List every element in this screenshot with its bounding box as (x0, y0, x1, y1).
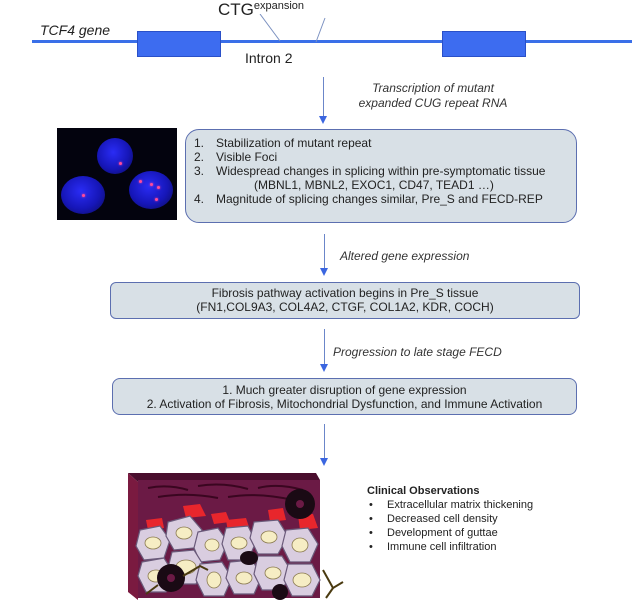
late-stage-line-1: 1. Much greater disruption of gene expre… (222, 383, 467, 397)
item-number: 2. (194, 150, 205, 164)
arrow-altered-expression (320, 234, 328, 276)
exon-left (137, 31, 221, 57)
rna-focus (139, 180, 142, 183)
fibrosis-line-1: Fibrosis pathway activation begins in Pr… (211, 286, 479, 300)
exon-right (442, 31, 526, 57)
item-text: (MBNL1, MBNL2, EXOC1, CD47, TEAD1 …) (254, 178, 494, 192)
bullet: • (369, 541, 373, 553)
transcription-line-2: expanded CUG repeat RNA (358, 96, 508, 110)
rna-focus (157, 186, 160, 189)
clinical-item-text: Immune cell infiltration (387, 541, 497, 553)
splicing-list: 1. Stabilization of mutant repeat 2. Visib… (186, 130, 576, 206)
bullet: • (369, 513, 373, 525)
clinical-item: • Immune cell infiltration (367, 540, 533, 554)
ctg-expansion-pointer (259, 14, 326, 43)
fibrosis-activation-box: Fibrosis pathway activation begins in Pr… (110, 282, 580, 319)
list-item: 3. Widespread changes in splicing within … (194, 164, 576, 178)
rna-focus (150, 183, 153, 186)
list-item-continued: (MBNL1, MBNL2, EXOC1, CD47, TEAD1 …) (194, 178, 576, 192)
late-stage-line-2: 2. Activation of Fibrosis, Mitochondrial… (146, 397, 543, 411)
list-item: 2. Visible Foci (194, 150, 576, 164)
rna-focus (82, 194, 85, 197)
clinical-list: • Extracellular matrix thickening • Decrea… (367, 498, 533, 554)
nucleus (97, 138, 133, 174)
list-item: 4. Magnitude of splicing changes similar,… (194, 192, 576, 206)
ctg-text: CTG (218, 0, 254, 19)
splicing-changes-box: 1. Stabilization of mutant repeat 2. Visib… (185, 129, 577, 223)
gene-label: TCF4 gene (40, 22, 111, 38)
item-text: Stabilization of mutant repeat (216, 136, 372, 150)
corneal-endothelium-illustration (128, 473, 344, 600)
bullet: • (369, 527, 373, 539)
clinical-item: • Decreased cell density (367, 512, 533, 526)
bullet: • (369, 499, 373, 511)
fibrosis-line-2: (FN1,COL9A3, COL4A2, CTGF, COL1A2, KDR, … (196, 300, 494, 314)
arrow-label-transcription: Transcription of mutant expanded CUG rep… (333, 81, 533, 111)
item-number: 4. (194, 192, 205, 206)
foci-microscopy-image (57, 128, 177, 220)
item-number: 3. (194, 164, 205, 178)
clinical-item-text: Development of guttae (387, 527, 498, 539)
ctg-expansion-label: CTGexpansion (218, 0, 304, 20)
item-text: Widespread changes in splicing within pr… (216, 164, 546, 178)
clinical-item-text: Extracellular matrix thickening (387, 499, 534, 511)
item-number: 1. (194, 136, 205, 150)
tissue-top-face (128, 473, 320, 482)
transcription-line-1: Transcription of mutant (372, 81, 494, 95)
item-text: Magnitude of splicing changes similar, P… (216, 192, 543, 206)
tissue-side-face (128, 473, 138, 600)
late-stage-box: 1. Much greater disruption of gene expre… (112, 378, 577, 415)
intron-label: Intron 2 (245, 50, 293, 66)
clinical-title: Clinical Observations (367, 485, 480, 497)
expansion-superscript: expansion (253, 0, 305, 12)
arrow-label-altered: Altered gene expression (340, 249, 470, 263)
rna-focus (155, 198, 158, 201)
list-item: 1. Stabilization of mutant repeat (194, 136, 576, 150)
nucleus (129, 171, 173, 209)
arrow-progression (320, 329, 328, 372)
tcf4-gene-line (32, 40, 632, 43)
arrow-to-tissue (320, 424, 328, 466)
immune-cells (157, 489, 315, 600)
arrow-label-progression: Progression to late stage FECD (333, 345, 502, 359)
clinical-observations: Clinical Observations • Extracellular mat… (367, 484, 533, 554)
item-text: Visible Foci (216, 150, 278, 164)
clinical-item: • Development of guttae (367, 526, 533, 540)
clinical-item: • Extracellular matrix thickening (367, 498, 533, 512)
clinical-item-text: Decreased cell density (387, 513, 498, 525)
dendritic-processes (145, 564, 344, 599)
rna-focus (119, 162, 122, 165)
arrow-transcription (319, 77, 327, 124)
